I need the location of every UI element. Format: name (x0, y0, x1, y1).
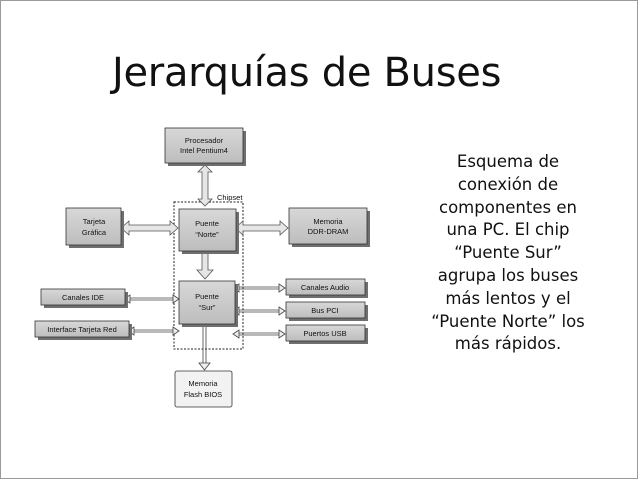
flash-bios-box (174, 370, 233, 408)
pci-bus-box (285, 301, 366, 319)
arrow-processor-north (197, 164, 213, 207)
south-bridge-label-1: Puente (195, 292, 219, 301)
network-interface-box (34, 320, 130, 338)
caption-line: “Puente Norte” los (431, 311, 585, 331)
chipset-label: Chipset (217, 193, 243, 202)
caption-text: Esquema de conexión de componentes en un… (408, 151, 608, 356)
flash-bios-label-2: Flash BIOS (184, 390, 222, 399)
ide-channels-label: Canales IDE (62, 293, 104, 302)
network-interface-label: Interface Tarjeta Red (47, 325, 117, 334)
boxes (34, 127, 370, 408)
processor-box (164, 127, 244, 164)
graphics-card-box (65, 207, 122, 246)
slide-title: Jerarquías de Buses (112, 50, 502, 96)
memory-box (288, 207, 368, 245)
south-bridge-box (178, 280, 236, 325)
arrow-north-memory (234, 220, 289, 236)
graphics-label-2: Gráfica (82, 228, 107, 237)
usb-ports-label: Puertos USB (303, 329, 346, 338)
usb-ports-box (285, 324, 366, 342)
caption-line: componentes en (439, 197, 577, 217)
flash-bios-label-1: Memoria (188, 379, 218, 388)
box-labels: Procesador Intel Pentium4 Tarjeta Gráfic… (47, 136, 349, 399)
memory-label-2: DDR-DRAM (308, 227, 349, 236)
caption-line: más lentos y el (445, 288, 571, 308)
chipset-outline (173, 201, 244, 350)
arrows (120, 164, 289, 280)
caption-line: agrupa los buses (437, 265, 579, 285)
arrow-north-south (196, 252, 214, 280)
caption-line: más rápidos. (454, 334, 562, 354)
caption-line: conexión de (457, 174, 559, 194)
pci-bus-label: Bus PCI (311, 306, 339, 315)
processor-label-2: Intel Pentium4 (180, 146, 228, 155)
processor-label-1: Procesador (185, 136, 224, 145)
north-bridge-label-2: “Norte” (195, 230, 219, 239)
audio-channels-box (285, 278, 366, 296)
audio-channels-label: Canales Audio (301, 283, 349, 292)
memory-label-1: Memoria (313, 217, 343, 226)
north-bridge-box (178, 208, 237, 252)
graphics-label-1: Tarjeta (83, 217, 106, 226)
north-bridge-label-1: Puente (195, 219, 219, 228)
ide-channels-box (40, 288, 126, 306)
caption-line: Esquema de (456, 152, 560, 171)
arrow-graphics-north (120, 220, 179, 236)
caption-line: una PC. El chip (446, 220, 570, 240)
south-bridge-label-2: “Sur” (199, 303, 216, 312)
caption-line: “Puente Sur” (454, 243, 562, 263)
